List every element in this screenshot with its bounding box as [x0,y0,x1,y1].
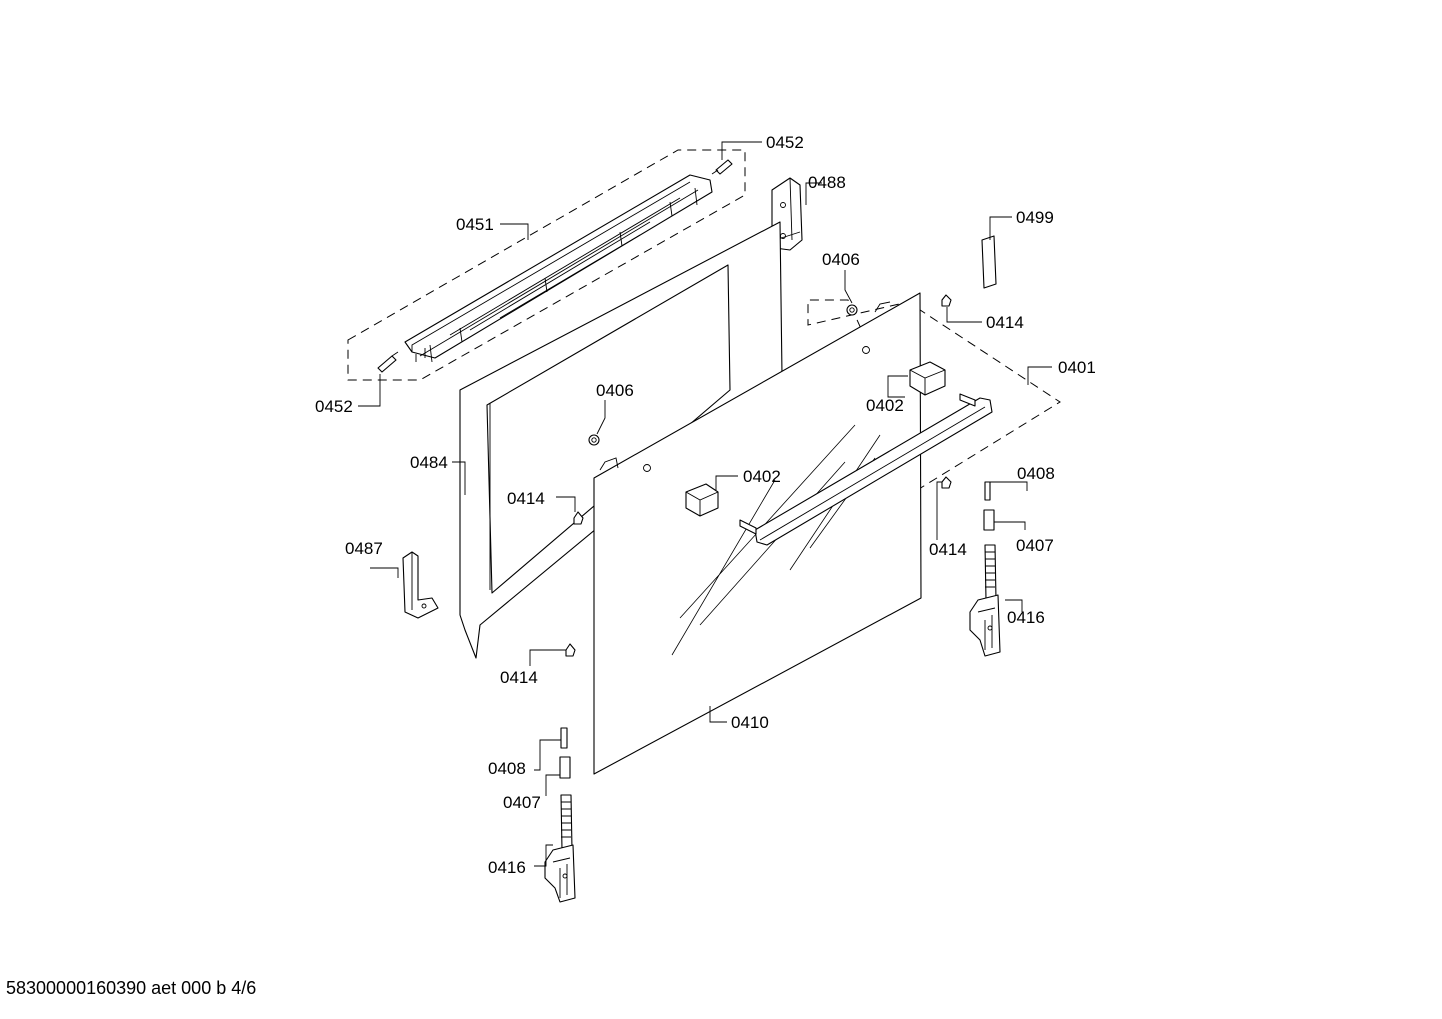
part-label-0406-left: 0406 [596,381,634,400]
door-handle [739,393,993,546]
clip-0414-mid-right [941,476,952,489]
part-label-0452-top: 0452 [766,133,804,152]
part-label-0407-left: 0407 [503,793,541,812]
handle-bracket-right [909,361,946,396]
clip-0414-bottom [565,643,576,657]
part-label-0414-mid-left: 0414 [507,489,545,508]
part-label-0402-left: 0402 [743,467,781,486]
part-label-0416-left: 0416 [488,858,526,877]
handle-bracket-left [685,483,719,517]
part-label-0414-top-right: 0414 [986,313,1024,332]
part-label-0487: 0487 [345,539,383,558]
part-label-0488: 0488 [808,173,846,192]
part-label-0414-mid-right: 0414 [929,540,967,559]
knob-0406-left [588,434,600,446]
door-top-trim [404,174,713,363]
part-label-0499: 0499 [1016,208,1054,227]
knob-0406-right [846,304,858,316]
hinge-left [544,727,576,903]
part-label-0410: 0410 [731,713,769,732]
part-label-0414-bottom: 0414 [500,668,538,687]
drawing-reference-number: 58300000160390 aet 000 b 4/6 [6,978,257,998]
door-frame-panel [459,221,783,659]
part-label-0484: 0484 [410,453,448,472]
part-label-0451: 0451 [456,215,494,234]
part-label-0402-right: 0402 [866,396,904,415]
pin-top-left [377,351,399,373]
part-label-0452-bottom: 0452 [315,397,353,416]
pin-top-right [711,159,733,175]
part-label-0401: 0401 [1058,358,1096,377]
clip-0414-mid-left [573,511,584,525]
hinge-bracket-bottom [402,551,439,619]
part-label-0407-right: 0407 [1016,536,1054,555]
part-label-0408-right: 0408 [1017,464,1055,483]
hinge-right [969,481,1001,657]
clip-0414-top-right [941,294,952,307]
part-label-0416-right: 0416 [1007,608,1045,627]
leader-lines [358,141,1052,867]
label-strip [981,235,997,289]
part-label-0406-right: 0406 [822,250,860,269]
group-outline-top-trim [347,149,746,381]
part-label-0408-left: 0408 [488,759,526,778]
